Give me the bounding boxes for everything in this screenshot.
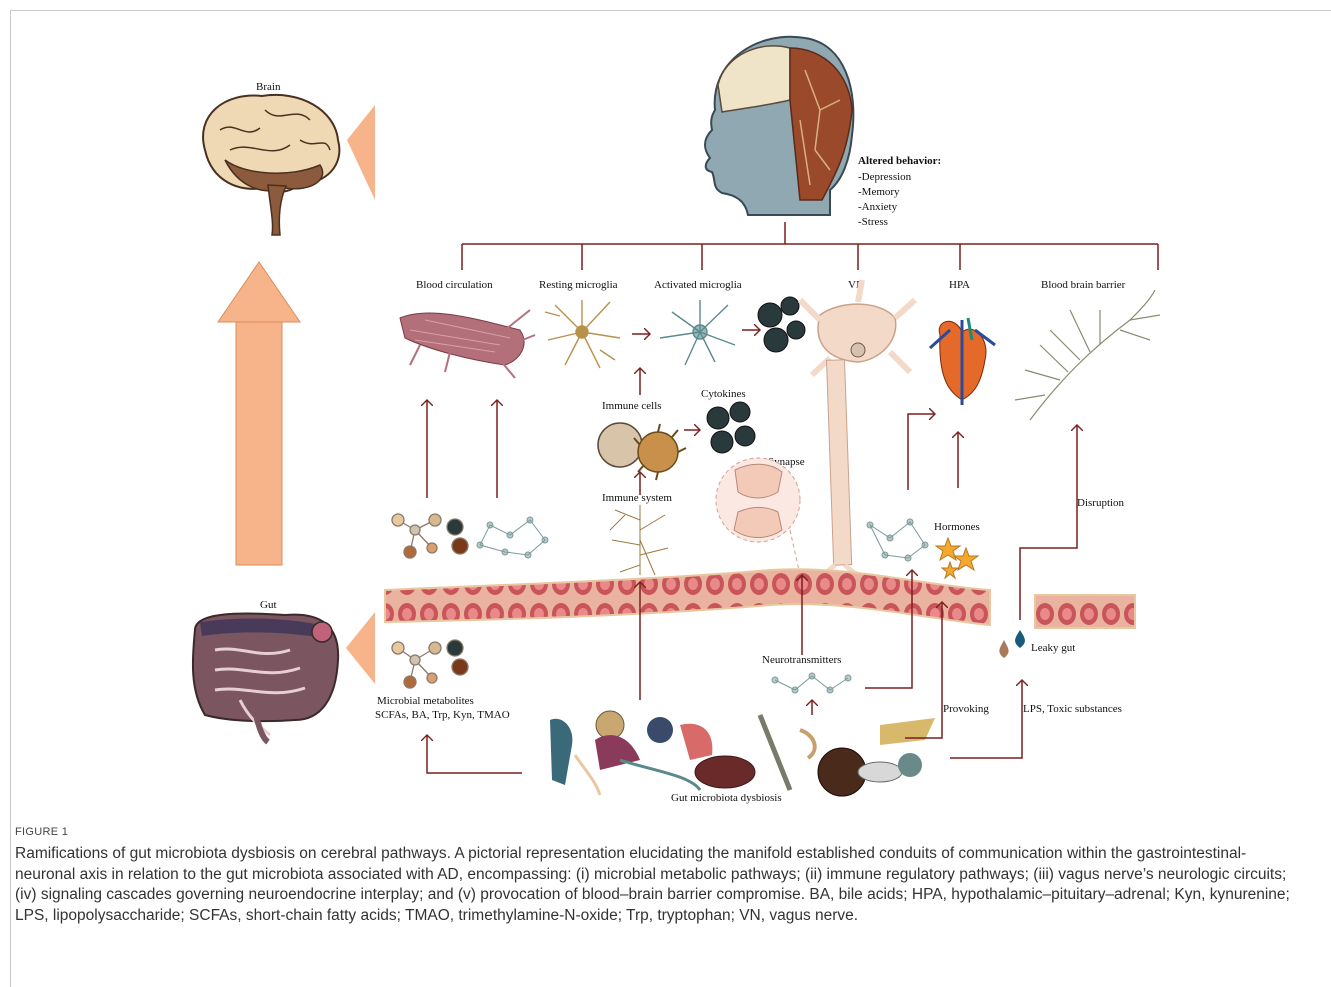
brain-pointer-triangle	[347, 105, 375, 200]
altered-behavior-title: Altered behavior:	[858, 155, 941, 167]
resting-microglia-illustration	[545, 300, 620, 368]
hpa-label: HPA	[949, 279, 970, 291]
altered-behavior-item: -Stress	[858, 216, 888, 228]
hormones-label: Hormones	[934, 521, 980, 533]
metabolite-molecule-lower	[392, 640, 468, 688]
altered-behavior-item: -Anxiety	[858, 201, 898, 213]
altered-behavior-item: -Memory	[858, 186, 900, 198]
resting-microglia-label: Resting microglia	[539, 279, 618, 291]
altered-behavior-item: -Depression	[858, 171, 912, 183]
microbiota-to-metabolites-arrow	[427, 735, 522, 773]
leaky-gut-label: Leaky gut	[1031, 642, 1075, 654]
hormones-illustration	[936, 538, 978, 578]
disruption-label: Disruption	[1077, 497, 1125, 509]
dysbiosis-label: Gut microbiota dysbiosis	[671, 792, 782, 804]
synapse-illustration	[716, 458, 800, 575]
head-illustration	[705, 37, 853, 215]
provoking-arrow	[905, 602, 942, 738]
cytokines-label: Cytokines	[701, 388, 746, 400]
immune-system-label: Immune system	[602, 492, 672, 504]
gut-lining-right-segment	[1035, 595, 1135, 628]
immune-cells-illustration	[598, 423, 686, 480]
immune-system-illustration	[610, 505, 668, 575]
gut-lining-main	[385, 569, 990, 625]
cytokines-illustration	[707, 402, 755, 453]
diagram-canvas: Brain Gut Altered behavior: -Depression …	[0, 0, 1331, 820]
lps-toxic-label: LPS, Toxic substances	[1023, 703, 1122, 715]
provoking-label: Provoking	[943, 703, 989, 715]
leaky-gut-drops	[999, 630, 1025, 658]
blood-vessel-illustration	[400, 310, 535, 378]
activated-microglia-illustration	[660, 300, 735, 365]
bbb-label: Blood brain barrier	[1041, 279, 1126, 291]
released-cytokines-top	[758, 297, 805, 352]
hpa-organs-illustration	[930, 318, 995, 405]
neurotransmitters-label: Neurotransmitters	[762, 654, 841, 666]
figure-caption: FIGURE 1 Ramifications of gut microbiota…	[15, 826, 1305, 926]
neurotransmitters-illustration	[772, 673, 851, 693]
gut-microbiota-illustration	[550, 711, 935, 796]
activated-microglia-label: Activated microglia	[654, 279, 742, 291]
gut-pointer-triangle	[346, 612, 375, 684]
neural-network-cluster-left	[477, 517, 548, 558]
metabolites-label-line1: Microbial metabolites	[377, 695, 474, 707]
pathway-tree-connector	[462, 222, 1158, 270]
figure-label: FIGURE 1	[15, 826, 1305, 838]
gut-illustration	[193, 614, 338, 742]
metabolites-label-line2: SCFAs, BA, Trp, Kyn, TMAO	[375, 709, 510, 721]
brain-illustration	[203, 95, 339, 235]
figure-caption-text: Ramifications of gut microbiota dysbiosi…	[15, 844, 1305, 926]
blood-circulation-label: Blood circulation	[416, 279, 493, 291]
bbb-vessel-illustration	[1015, 290, 1160, 420]
brain-label: Brain	[256, 81, 281, 93]
neural-network-cluster-right	[867, 519, 928, 561]
lps-arrow	[950, 680, 1022, 758]
gut-to-brain-arrow	[218, 262, 300, 565]
hormones-to-hpa-arrow	[908, 414, 935, 490]
disruption-arrow	[1020, 425, 1077, 620]
metabolite-molecule-upper	[392, 514, 468, 558]
immune-cells-label: Immune cells	[602, 400, 662, 412]
gut-label: Gut	[260, 599, 277, 611]
